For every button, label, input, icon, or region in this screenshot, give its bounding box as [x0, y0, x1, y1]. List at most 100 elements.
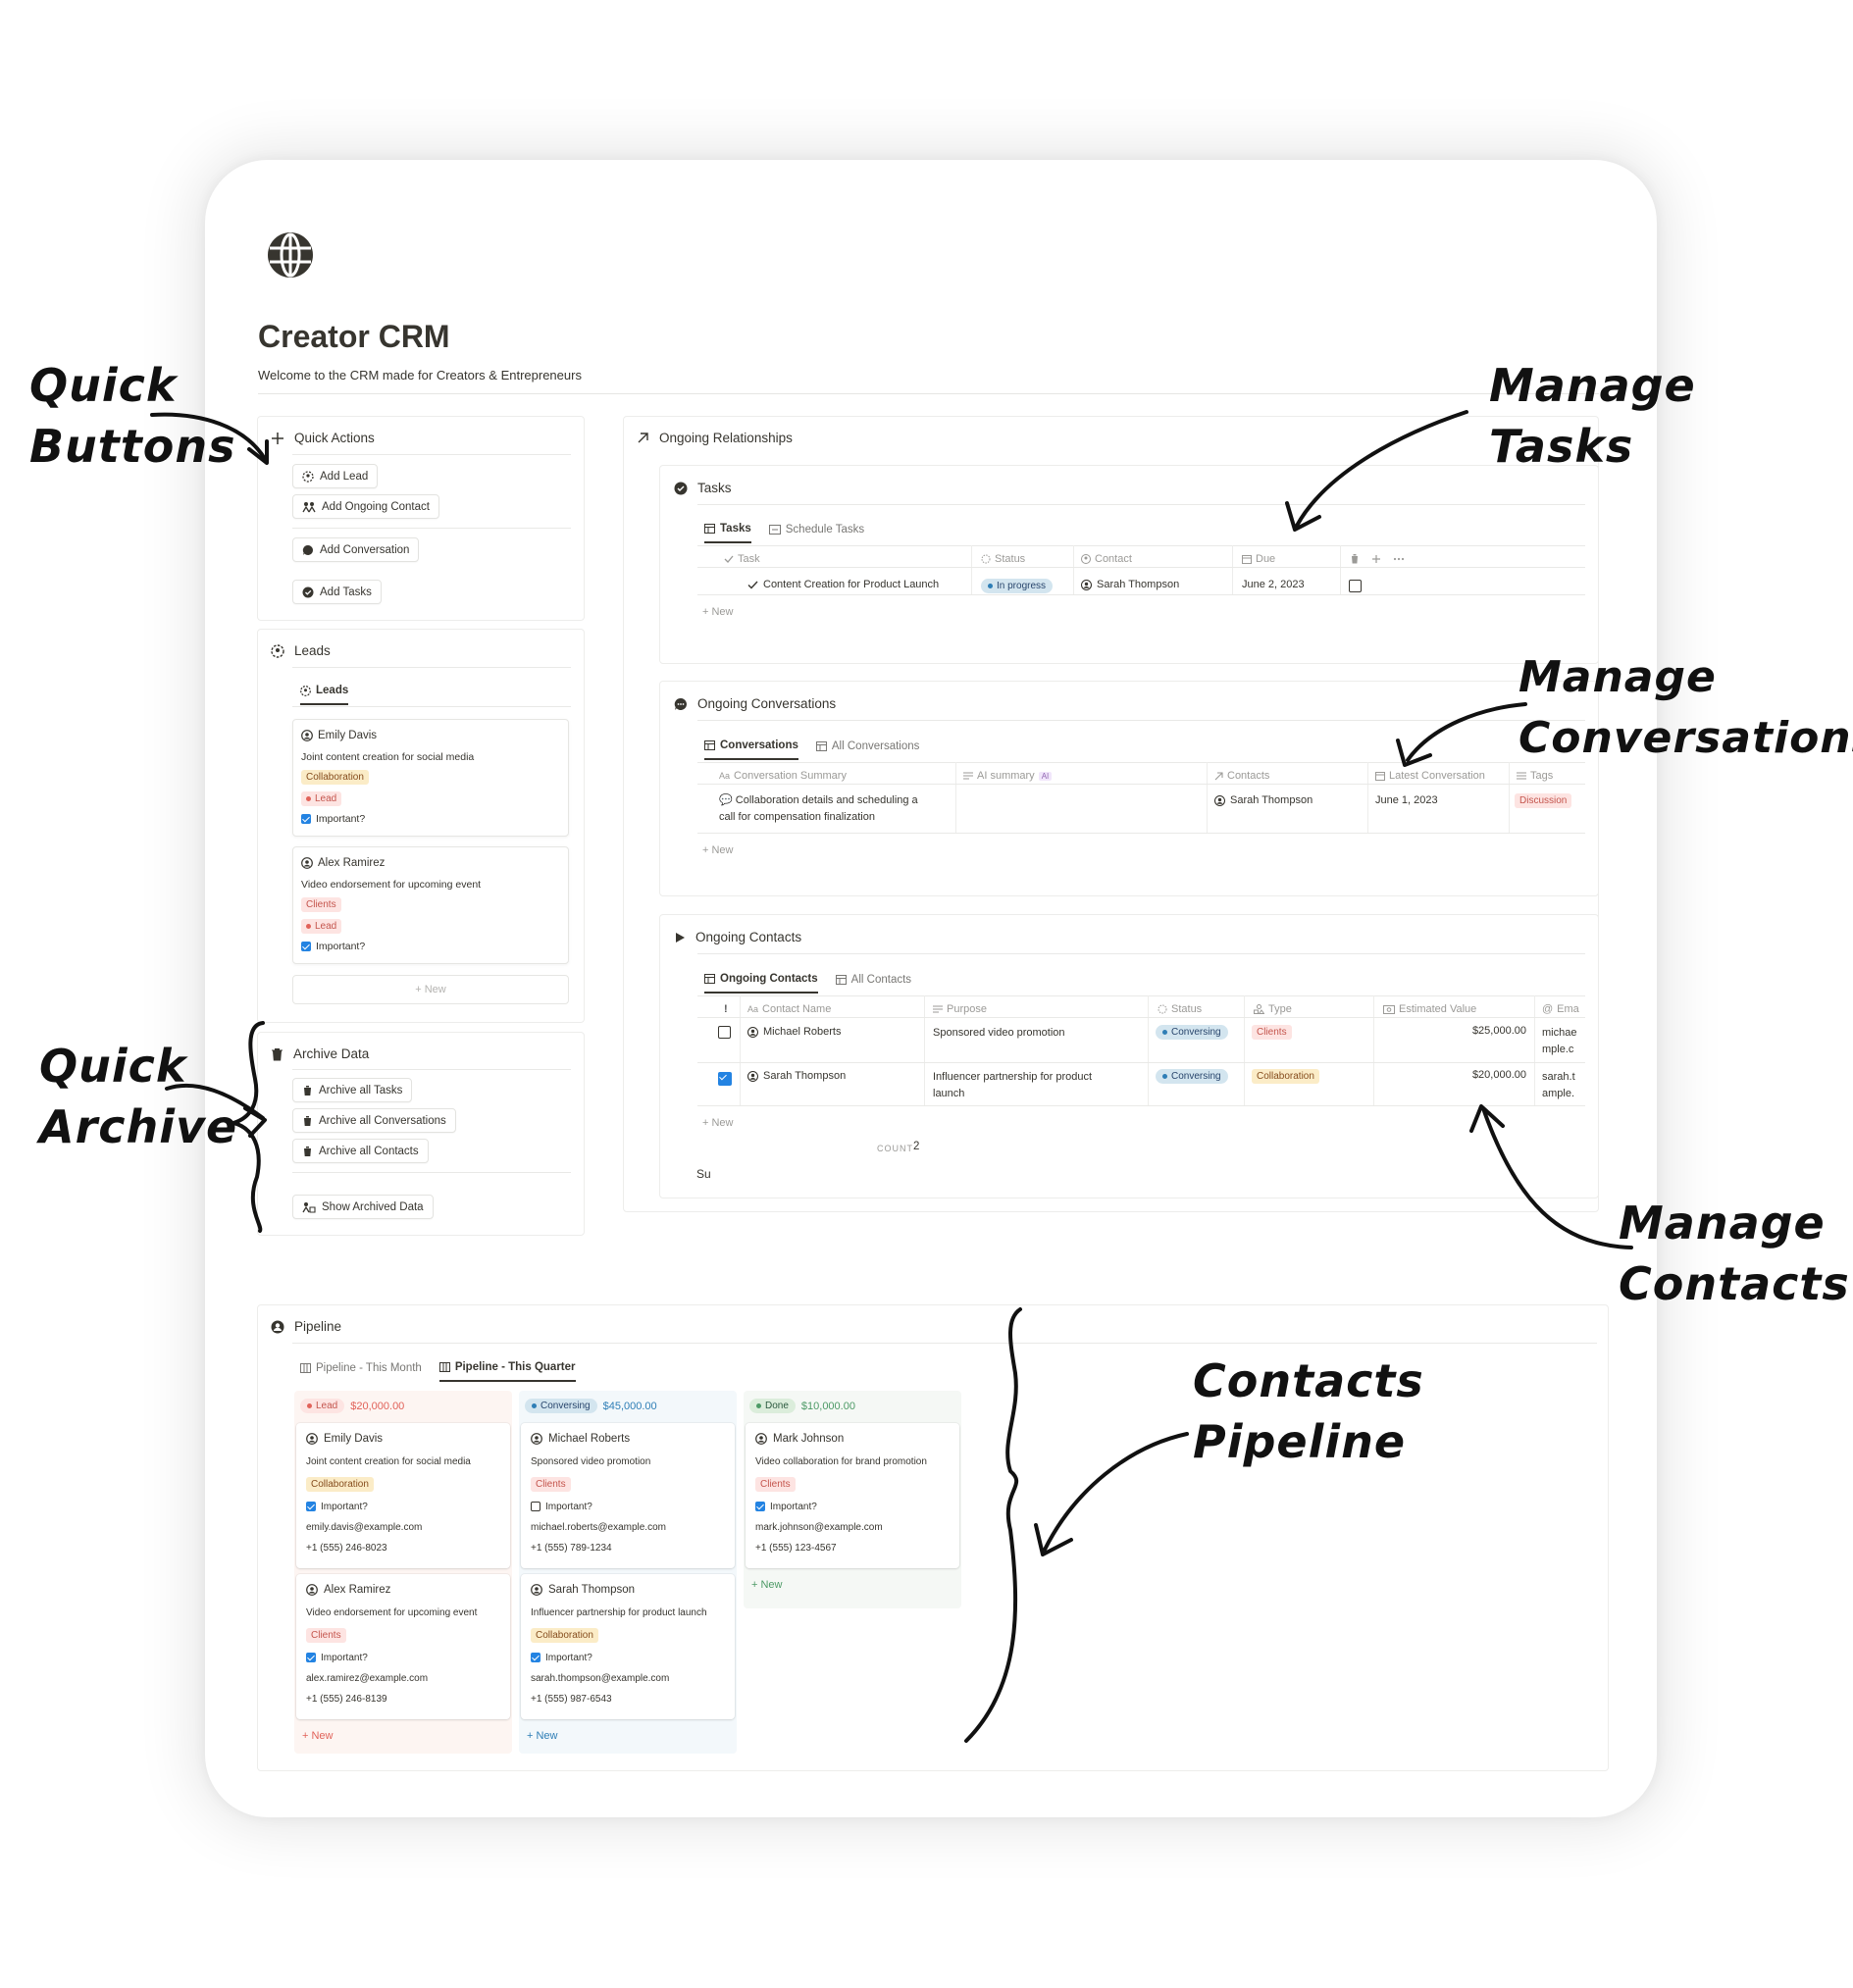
value-cell[interactable]: $25,000.00: [1471, 1025, 1526, 1037]
important-checkbox[interactable]: [306, 1502, 316, 1512]
col-status[interactable]: Status: [981, 553, 1025, 565]
arrow-up-right-icon: [1214, 771, 1223, 781]
col-purpose[interactable]: Purpose: [933, 1003, 987, 1015]
check-icon: [747, 581, 758, 589]
tags-cell[interactable]: Discussion: [1515, 793, 1585, 808]
archive-conversations-button[interactable]: Archive all Conversations: [292, 1108, 456, 1133]
pipeline-card[interactable]: Alex Ramirez Video endorsement for upcom…: [296, 1574, 510, 1719]
add-ongoing-contact-button[interactable]: Add Ongoing Contact: [292, 494, 439, 519]
tab-pipeline-this-month[interactable]: Pipeline - This Month: [300, 1361, 422, 1382]
divider: [697, 504, 1585, 505]
new-card-button[interactable]: + New: [527, 1730, 558, 1742]
tab-ongoing-contacts[interactable]: Ongoing Contacts: [704, 973, 818, 994]
new-lead-button[interactable]: + New: [292, 975, 569, 1004]
latest-conversation-cell[interactable]: June 1, 2023: [1375, 794, 1438, 806]
col-latest-conversation[interactable]: Latest Conversation: [1375, 770, 1485, 782]
add-column-icon[interactable]: [1371, 554, 1381, 564]
add-lead-button[interactable]: Add Lead: [292, 464, 379, 488]
more-icon[interactable]: [1393, 557, 1405, 561]
tab-conversations[interactable]: Conversations: [704, 739, 798, 760]
tab-tasks[interactable]: Tasks: [704, 523, 751, 543]
pipeline-card[interactable]: Mark Johnson Video collaboration for bra…: [746, 1423, 959, 1568]
add-tasks-button[interactable]: Add Tasks: [292, 580, 382, 604]
col-contact[interactable]: Contact: [1081, 553, 1132, 565]
conversation-contact-cell[interactable]: Sarah Thompson: [1214, 794, 1313, 806]
show-archived-button[interactable]: Show Archived Data: [292, 1195, 434, 1219]
annotation-line: Quick: [39, 1040, 187, 1093]
column-header: Lead$20,000.00: [300, 1399, 404, 1413]
task-status-cell[interactable]: In progress: [981, 579, 1054, 593]
status-cell[interactable]: Conversing: [1156, 1069, 1228, 1084]
trash-icon: [302, 1085, 313, 1096]
col-tags[interactable]: Tags: [1517, 770, 1553, 782]
pipeline-tabs: Pipeline - This Month Pipeline - This Qu…: [300, 1361, 576, 1382]
task-name-cell[interactable]: Content Creation for Product Launch: [747, 579, 939, 590]
annotation-line: Buttons: [29, 420, 236, 473]
tab-leads[interactable]: Leads: [300, 685, 349, 705]
new-contact-button[interactable]: + New: [702, 1117, 734, 1129]
new-task-button[interactable]: + New: [702, 606, 734, 618]
archive-contacts-button[interactable]: Archive all Contacts: [292, 1139, 429, 1163]
important-checkbox[interactable]: [301, 942, 311, 952]
contact-name-cell[interactable]: Michael Roberts: [747, 1026, 841, 1038]
col-task[interactable]: Task: [724, 553, 760, 565]
important-checkbox[interactable]: [718, 1071, 732, 1086]
triangle-right-icon[interactable]: [674, 932, 686, 943]
sum-label: Su: [696, 1167, 711, 1181]
purpose-cell[interactable]: Sponsored video promotion: [933, 1025, 1065, 1042]
tab-all-contacts[interactable]: All Contacts: [835, 973, 911, 994]
new-card-button[interactable]: + New: [751, 1579, 783, 1591]
column-header: Done$10,000.00: [749, 1399, 855, 1413]
status-tag: Lead: [301, 791, 342, 806]
important-checkbox[interactable]: [755, 1502, 765, 1512]
status-cell[interactable]: Conversing: [1156, 1025, 1228, 1040]
tab-schedule-tasks[interactable]: Schedule Tasks: [768, 523, 864, 543]
task-done-checkbox[interactable]: [1349, 580, 1362, 592]
important-checkbox[interactable]: [531, 1653, 540, 1663]
add-conversation-button[interactable]: Add Conversation: [292, 537, 420, 562]
conversation-summary-cell[interactable]: 💬 Collaboration details and scheduling a…: [719, 792, 950, 826]
col-label: Type: [1268, 1003, 1292, 1015]
pipeline-card[interactable]: Emily Davis Joint content creation for s…: [296, 1423, 510, 1568]
tag-badge: Discussion: [1515, 793, 1572, 808]
trash-icon[interactable]: [1350, 553, 1360, 564]
pipeline-card[interactable]: Michael Roberts Sponsored video promotio…: [521, 1423, 735, 1568]
status-badge: In progress: [981, 579, 1054, 593]
important-checkbox[interactable]: [301, 814, 311, 825]
important-checkbox[interactable]: [531, 1502, 540, 1512]
lead-card[interactable]: Alex Ramirez Video endorsement for upcom…: [292, 846, 569, 964]
col-estimated-value[interactable]: Estimated Value: [1383, 1003, 1476, 1015]
task-contact-cell[interactable]: Sarah Thompson: [1081, 579, 1179, 590]
tab-pipeline-this-quarter[interactable]: Pipeline - This Quarter: [438, 1361, 576, 1382]
type-cell[interactable]: Collaboration: [1252, 1069, 1319, 1084]
task-due-cell[interactable]: June 2, 2023: [1242, 579, 1305, 590]
contacts-header[interactable]: Ongoing Contacts: [674, 930, 801, 944]
arrow-manage-contacts: [1481, 1106, 1633, 1249]
important-checkbox[interactable]: [718, 1026, 731, 1039]
new-card-button[interactable]: + New: [302, 1730, 334, 1742]
important-checkbox[interactable]: [306, 1653, 316, 1663]
new-conversation-button[interactable]: + New: [702, 844, 734, 856]
type-cell[interactable]: Clients: [1252, 1025, 1292, 1040]
value-cell[interactable]: $20,000.00: [1471, 1069, 1526, 1081]
col-due[interactable]: Due: [1242, 553, 1275, 565]
col-label: AI summary: [977, 770, 1035, 782]
col-contacts[interactable]: Contacts: [1214, 770, 1269, 782]
annotation-line: Contacts: [1193, 1354, 1424, 1407]
pipeline-card[interactable]: Sarah Thompson Influencer partnership fo…: [521, 1574, 735, 1719]
col-status[interactable]: Status: [1158, 1003, 1202, 1015]
col-type[interactable]: Type: [1254, 1003, 1292, 1015]
person-icon: [531, 1584, 542, 1596]
archive-tasks-button[interactable]: Archive all Tasks: [292, 1078, 413, 1102]
contact-name-cell[interactable]: Sarah Thompson: [747, 1070, 846, 1082]
col-email[interactable]: @Ema: [1542, 1003, 1585, 1015]
col-important[interactable]: !: [724, 1003, 728, 1015]
lead-card[interactable]: Emily Davis Joint content creation for s…: [292, 719, 569, 837]
tab-all-conversations[interactable]: All Conversations: [815, 739, 919, 760]
